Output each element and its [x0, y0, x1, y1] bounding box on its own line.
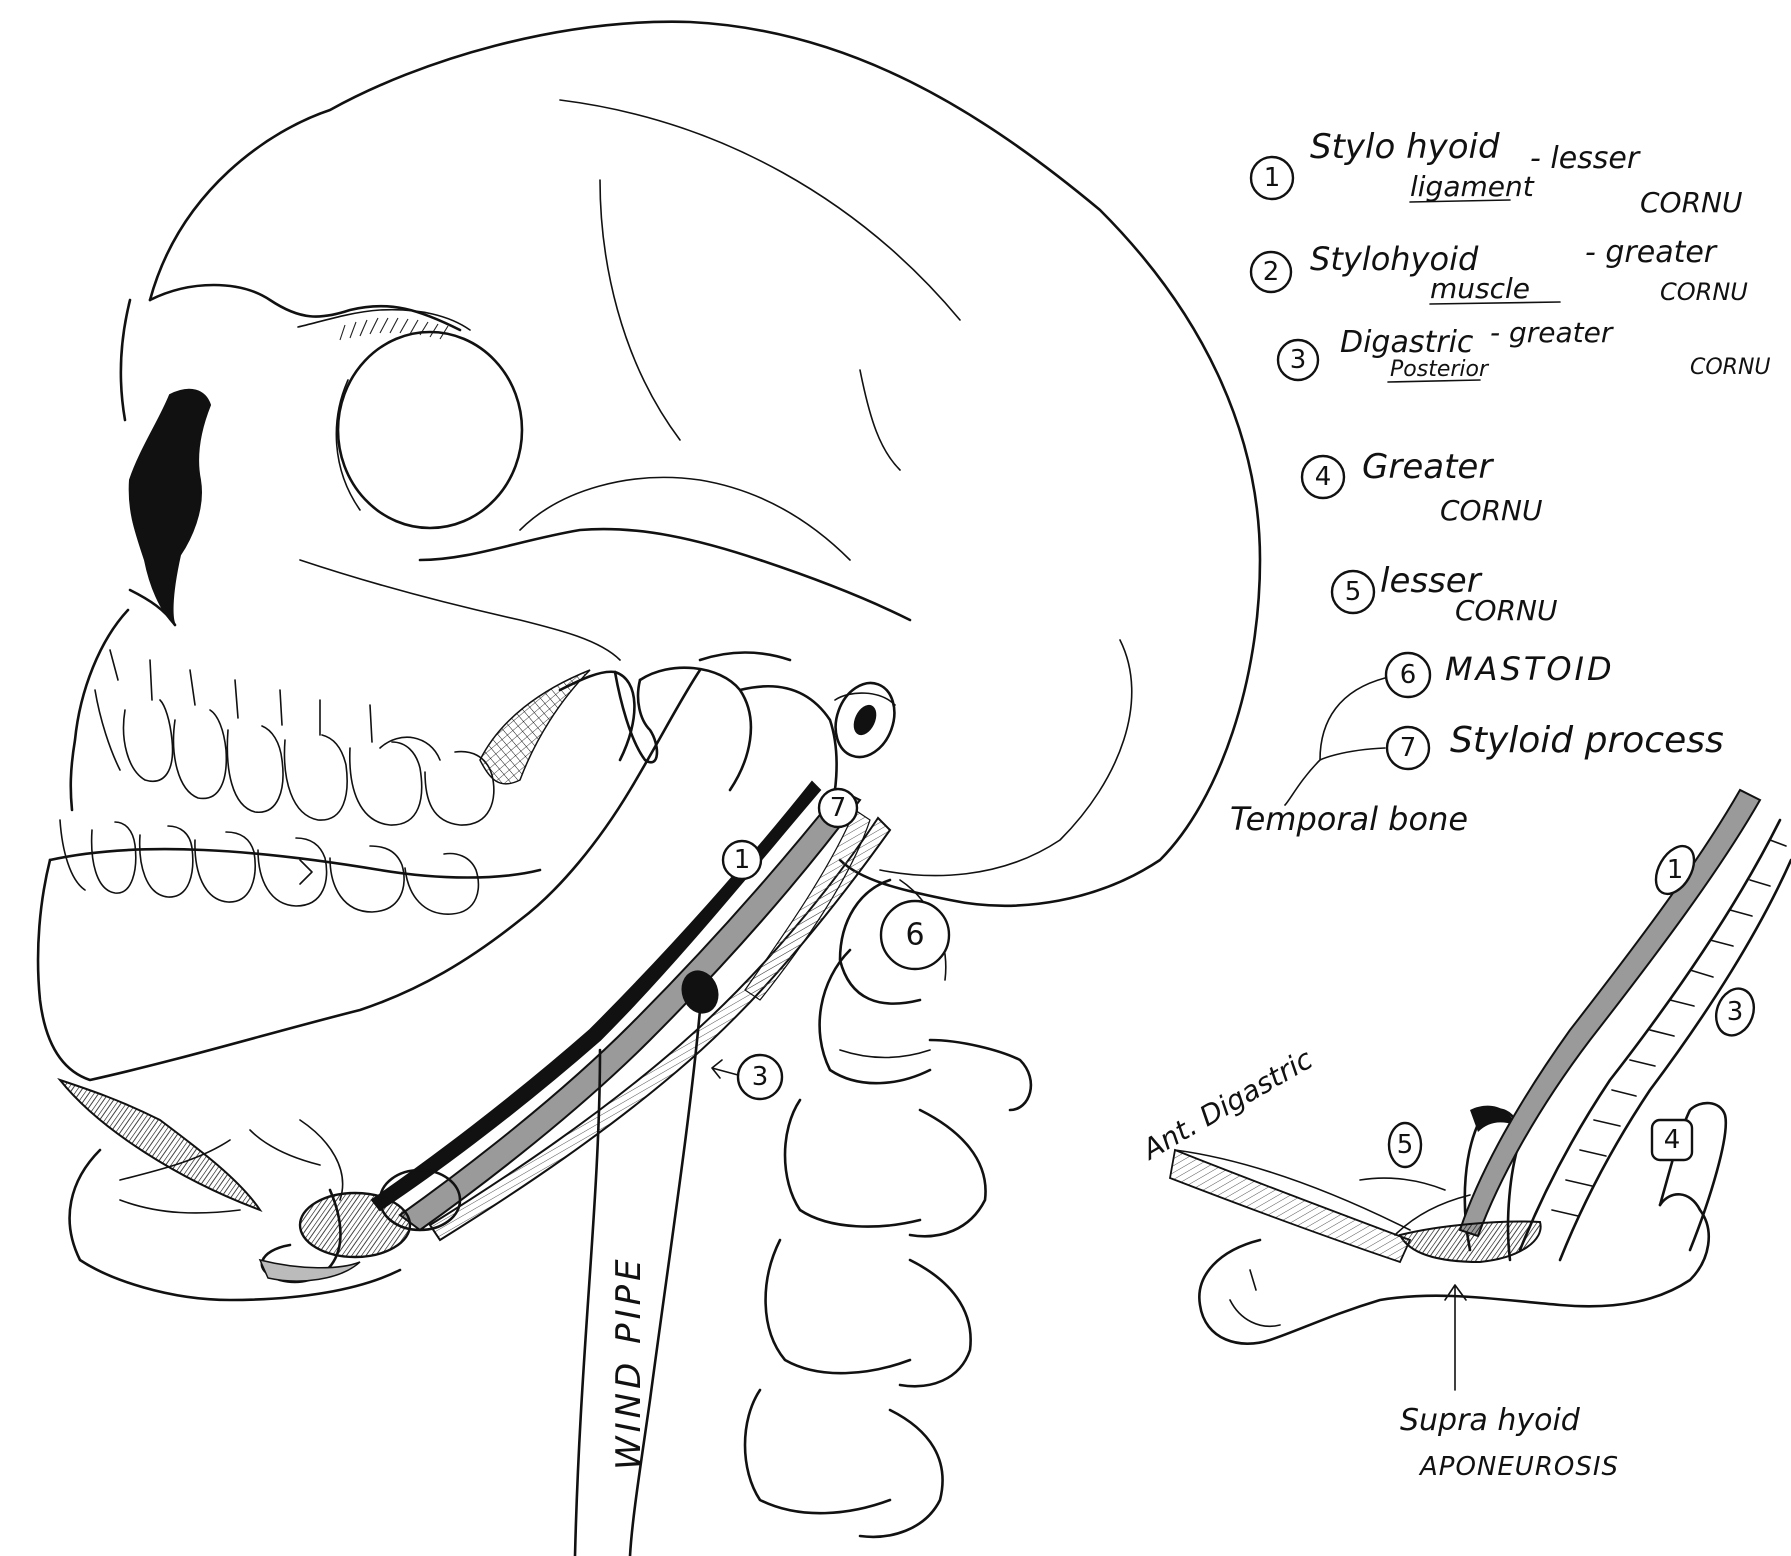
svg-text:CORNU: CORNU: [1660, 278, 1748, 306]
svg-text:1: 1: [1264, 163, 1281, 193]
svg-text:CORNU: CORNU: [1640, 186, 1742, 219]
orbit-hatch: [340, 318, 448, 340]
skull-marker-3: 3: [712, 1055, 782, 1099]
svg-text:- greater: - greater: [1490, 316, 1614, 349]
inset-marker-4: 4: [1652, 1120, 1692, 1160]
suprahyoid-label-line1: Supra hyoid: [1400, 1403, 1581, 1438]
svg-text:5: 5: [1345, 577, 1362, 607]
legend-item-7: 7 Styloid process: [1387, 720, 1724, 769]
suprahyoid-label-line2: APONEUROSIS: [1418, 1452, 1619, 1482]
cranium-outline: [150, 22, 1260, 906]
svg-text:Posterior: Posterior: [1390, 357, 1490, 382]
legend-item-6: 6 MASTOID: [1386, 650, 1615, 697]
skull-marker-1: 1: [723, 841, 761, 879]
temporal-bone-label: Temporal bone: [1230, 800, 1468, 838]
svg-text:1: 1: [1667, 855, 1684, 885]
svg-text:ligament: ligament: [1410, 170, 1535, 203]
svg-text:- lesser: - lesser: [1530, 141, 1641, 176]
inset-marker-5: 5: [1389, 1123, 1421, 1167]
svg-text:Styloid process: Styloid process: [1450, 720, 1724, 761]
lower-teeth: [60, 820, 478, 914]
svg-text:3: 3: [1290, 345, 1307, 375]
svg-text:4: 4: [1315, 462, 1332, 492]
svg-text:muscle: muscle: [1430, 272, 1530, 305]
svg-text:3: 3: [1727, 997, 1744, 1027]
temporal-bracket: [1285, 678, 1385, 805]
windpipe-label: WIND PIPE: [609, 1255, 649, 1470]
legend-item-5: 5 lesser CORNU: [1332, 561, 1557, 627]
legend-item-2: 2 Stylohyoid muscle - greater CORNU: [1251, 235, 1748, 306]
svg-text:5: 5: [1397, 1130, 1414, 1160]
legend-item-3: 3 Digastric Posterior - greater CORNU: [1278, 316, 1771, 382]
orbit: [338, 332, 522, 528]
nasal-aperture: [130, 390, 210, 625]
svg-text:MASTOID: MASTOID: [1445, 650, 1615, 688]
upper-teeth: [95, 650, 494, 825]
svg-text:CORNU: CORNU: [1690, 355, 1771, 380]
svg-text:Greater: Greater: [1362, 447, 1494, 487]
svg-text:CORNU: CORNU: [1455, 594, 1557, 627]
svg-text:1: 1: [734, 845, 751, 875]
legend: 1 Stylo hyoid ligament - lesser CORNU 2 …: [1230, 127, 1771, 838]
svg-text:7: 7: [830, 793, 847, 823]
svg-text:3: 3: [752, 1062, 769, 1092]
svg-text:Stylo hyoid: Stylo hyoid: [1310, 127, 1500, 167]
svg-text:- greater: - greater: [1585, 235, 1718, 270]
svg-text:2: 2: [1263, 257, 1280, 287]
svg-text:4: 4: [1664, 1125, 1681, 1155]
legend-item-4: 4 Greater CORNU: [1302, 447, 1542, 527]
legend-item-1: 1 Stylo hyoid ligament - lesser CORNU: [1251, 127, 1742, 219]
hyoid-inset: 1 3 4 5 Ant. Digastric Supra hyoid APONE…: [1135, 790, 1791, 1482]
skull-drawing: [38, 22, 1260, 1556]
skull-marker-6: 6: [881, 901, 949, 969]
svg-text:CORNU: CORNU: [1440, 494, 1542, 527]
ant-digastric-label: Ant. Digastric: [1135, 1042, 1318, 1167]
svg-text:6: 6: [1400, 660, 1417, 690]
svg-text:6: 6: [905, 918, 924, 953]
svg-text:7: 7: [1400, 733, 1417, 763]
svg-text:Digastric: Digastric: [1340, 325, 1474, 360]
skull-marker-7: 7: [819, 789, 857, 827]
cervical-spine: [745, 880, 1031, 1537]
